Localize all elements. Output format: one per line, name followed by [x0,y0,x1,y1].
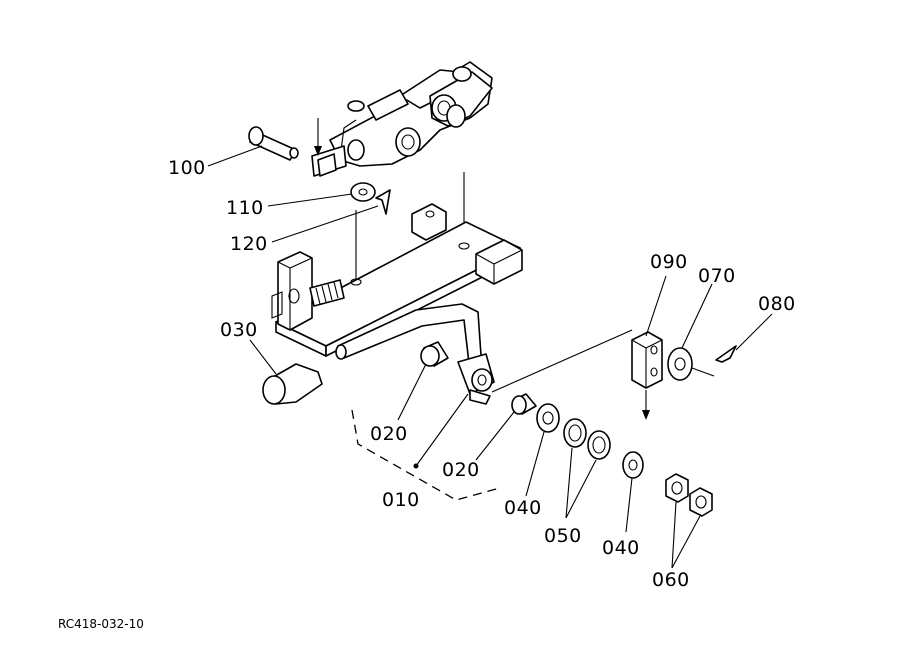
callout-080: 080 [758,293,796,315]
cotter-pin-120 [375,189,391,215]
nut-060b [689,487,713,517]
leader-020b [475,411,515,461]
alignment-line [491,329,633,393]
leader-020a [397,363,427,421]
leader-090 [645,275,667,337]
leader-070 [681,283,713,349]
callout-060: 060 [652,569,690,591]
lever-010 [335,303,495,405]
alignment-line [691,367,715,377]
callout-110: 110 [226,197,264,219]
bushing-020b [511,393,537,415]
washer-050b [587,430,611,460]
washer-040b [622,451,644,479]
leader-120 [271,205,379,243]
leader-080 [735,313,773,351]
leader-040a [525,431,545,497]
leader-dot [413,463,419,469]
arrow-head [642,410,650,420]
mounting-plate [271,203,523,357]
callout-090: 090 [650,251,688,273]
callout-070: 070 [698,265,736,287]
nut-060a [665,473,689,503]
leader-110 [267,193,353,207]
knob-030 [262,363,323,405]
callout-100: 100 [168,157,206,179]
leader-050a [565,447,573,519]
figure-code: RC418-032-10 [58,617,144,631]
leader-060a [671,501,677,569]
leader-010 [415,393,469,467]
callout-040b: 040 [602,537,640,559]
washer-070 [667,347,693,381]
block-090 [631,331,663,389]
washer-050a [563,418,587,448]
pin-100 [248,126,299,161]
callout-020a: 020 [370,423,408,445]
leader-030 [249,339,277,375]
leader-060b [671,515,701,569]
leader-050b [565,459,597,519]
assembly-bracket [351,409,501,501]
callout-030: 030 [220,319,258,341]
callout-020b: 020 [442,459,480,481]
cotter-pin-080 [715,345,737,363]
callout-040a: 040 [504,497,542,519]
leader-100 [207,145,263,167]
callout-120: 120 [230,233,268,255]
bushing-020a [420,341,449,367]
washer-040a [536,403,560,433]
callout-050: 050 [544,525,582,547]
valve-body [311,61,493,177]
leader-040b [625,477,633,533]
washer-110 [350,182,376,202]
callout-010: 010 [382,489,420,511]
arrow-head [314,146,322,156]
